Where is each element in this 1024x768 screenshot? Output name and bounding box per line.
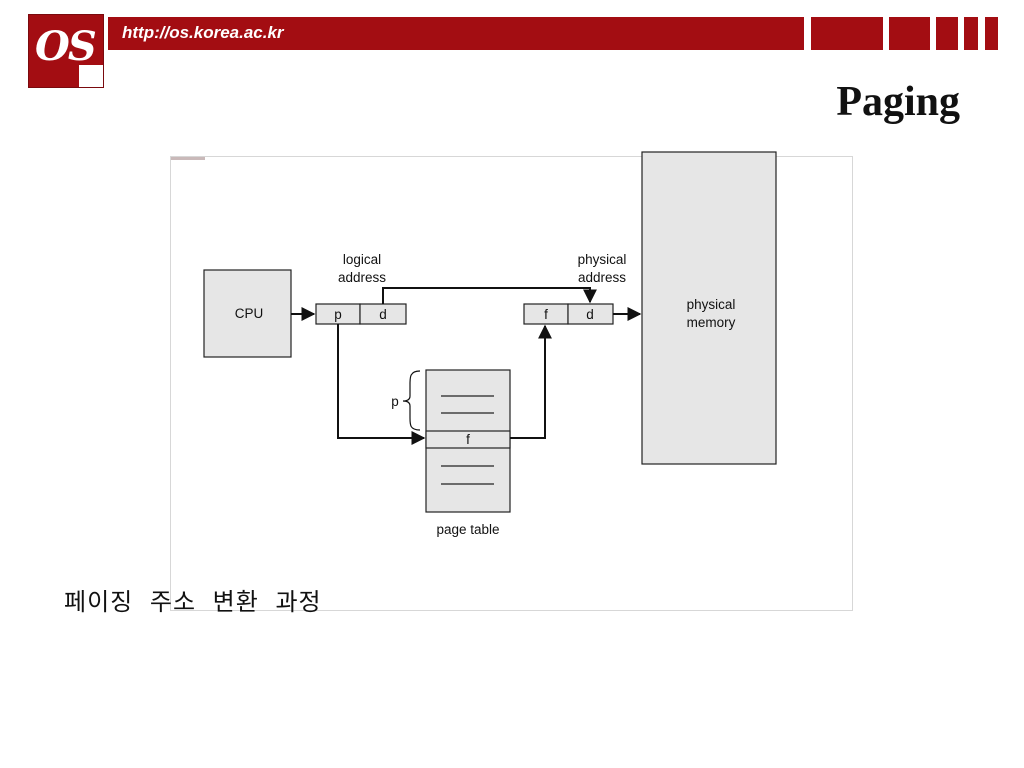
- header-bar: http://os.korea.ac.kr: [108, 17, 804, 50]
- caption: 페이징 주소 변환 과정: [64, 588, 322, 616]
- physical-memory-box: [641, 151, 777, 465]
- physical-f-label: f: [544, 307, 548, 322]
- memory-label-line1: physical: [687, 297, 736, 312]
- logical-p-label: p: [334, 307, 342, 322]
- brace-p-label: p: [391, 394, 399, 409]
- logical-address-label-line1: logical: [343, 252, 381, 267]
- header-block-4: [964, 17, 978, 50]
- logo-text: OS: [35, 23, 97, 70]
- logical-d-label: d: [379, 307, 387, 322]
- header-block-5: [985, 17, 998, 50]
- logical-address-label-line2: address: [338, 270, 386, 285]
- cpu-label: CPU: [235, 306, 264, 321]
- logo-corner-cut: [79, 65, 103, 87]
- physical-d-label: d: [586, 307, 594, 322]
- page-table-f-entry: [425, 430, 511, 449]
- figure-frame: [170, 156, 853, 611]
- logo: OS: [28, 14, 104, 88]
- p-to-page-table-arrow: [337, 324, 426, 445]
- header-block-3: [936, 17, 958, 50]
- header-block-2: [889, 17, 930, 50]
- page-table-label: page table: [436, 522, 499, 537]
- page-table-f-label: f: [466, 432, 470, 447]
- memory-label-line2: memory: [687, 315, 736, 330]
- header-block-1: [811, 17, 883, 50]
- brace-icon: [402, 370, 421, 431]
- page-title: Paging: [836, 79, 960, 125]
- header-url[interactable]: http://os.korea.ac.kr: [122, 23, 284, 42]
- d-offset-arrow: [382, 287, 597, 304]
- physical-address-label-line1: physical: [578, 252, 627, 267]
- cpu-box: [203, 269, 292, 358]
- figure-corner-mark: [171, 157, 205, 160]
- physical-address-label-line2: address: [578, 270, 626, 285]
- frame-to-physical-arrow: [510, 324, 552, 439]
